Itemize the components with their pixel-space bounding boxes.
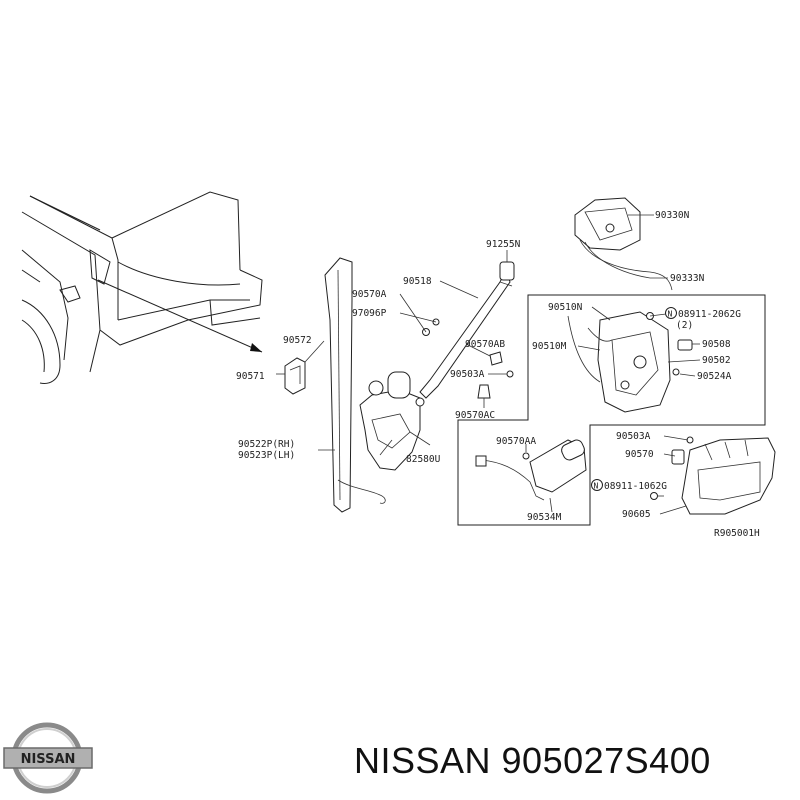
logo-text: NISSAN: [21, 752, 76, 767]
label-90572: 90572: [283, 335, 312, 346]
nut-marker-icon: N: [591, 479, 603, 491]
part-labels: 90330N 90333N 91255N 90518 90570A 97096P…: [236, 210, 760, 539]
label-90333N: 90333N: [670, 273, 705, 284]
bracket-90571: [284, 357, 306, 395]
label-90508: 90508: [702, 339, 731, 350]
power-closure-motor: [359, 371, 425, 471]
label-90534M: 90534M: [527, 512, 562, 523]
latch-90330N: [574, 197, 673, 291]
label-90524A: 90524A: [697, 371, 732, 382]
handle-90605: [650, 436, 776, 515]
label-08911-2062G-qty: (2): [676, 320, 693, 331]
latch-90510M: [567, 311, 693, 413]
actuator-90534M: [475, 439, 587, 501]
label-90503A-right: 90503A: [616, 431, 651, 442]
door-pillar-strip: [324, 257, 386, 513]
part-number-caption: NISSAN 905027S400: [354, 740, 711, 781]
reference-code: R905001H: [714, 528, 760, 539]
label-90518: 90518: [403, 276, 432, 287]
fasteners-center: [422, 318, 514, 399]
label-91255N: 91255N: [486, 239, 521, 250]
label-90605: 90605: [622, 509, 651, 520]
label-90570AA: 90570AA: [496, 436, 536, 447]
svg-text:N: N: [594, 482, 599, 491]
label-90570: 90570: [625, 449, 654, 460]
nut-marker-icon: N: [665, 307, 677, 319]
label-90510M: 90510M: [532, 341, 567, 352]
label-90570AB: 90570AB: [465, 339, 505, 350]
label-90522P: 90522P(RH): [238, 439, 295, 450]
lift-strut: [419, 261, 515, 399]
label-08911-2062G: 08911-2062G: [678, 309, 741, 320]
label-97096P: 97096P: [352, 308, 387, 319]
pointer-arrow: [97, 279, 263, 353]
svg-text:N: N: [668, 310, 673, 319]
label-82580U: 82580U: [406, 454, 441, 465]
leader-lines: [276, 214, 701, 515]
label-90570AC: 90570AC: [455, 410, 495, 421]
label-90502: 90502: [702, 355, 731, 366]
label-90510N: 90510N: [548, 302, 583, 313]
label-90570A: 90570A: [352, 289, 387, 300]
nissan-logo: NISSAN: [3, 722, 93, 794]
label-90330N: 90330N: [655, 210, 690, 221]
lock-detail-frame: [457, 294, 766, 526]
label-90571: 90571: [236, 371, 265, 382]
label-08911-1062G: 08911-1062G: [604, 481, 667, 492]
label-90503A-left: 90503A: [450, 369, 485, 380]
label-90523P: 90523P(LH): [238, 450, 295, 461]
vehicle-rear-illustration: [21, 191, 263, 384]
